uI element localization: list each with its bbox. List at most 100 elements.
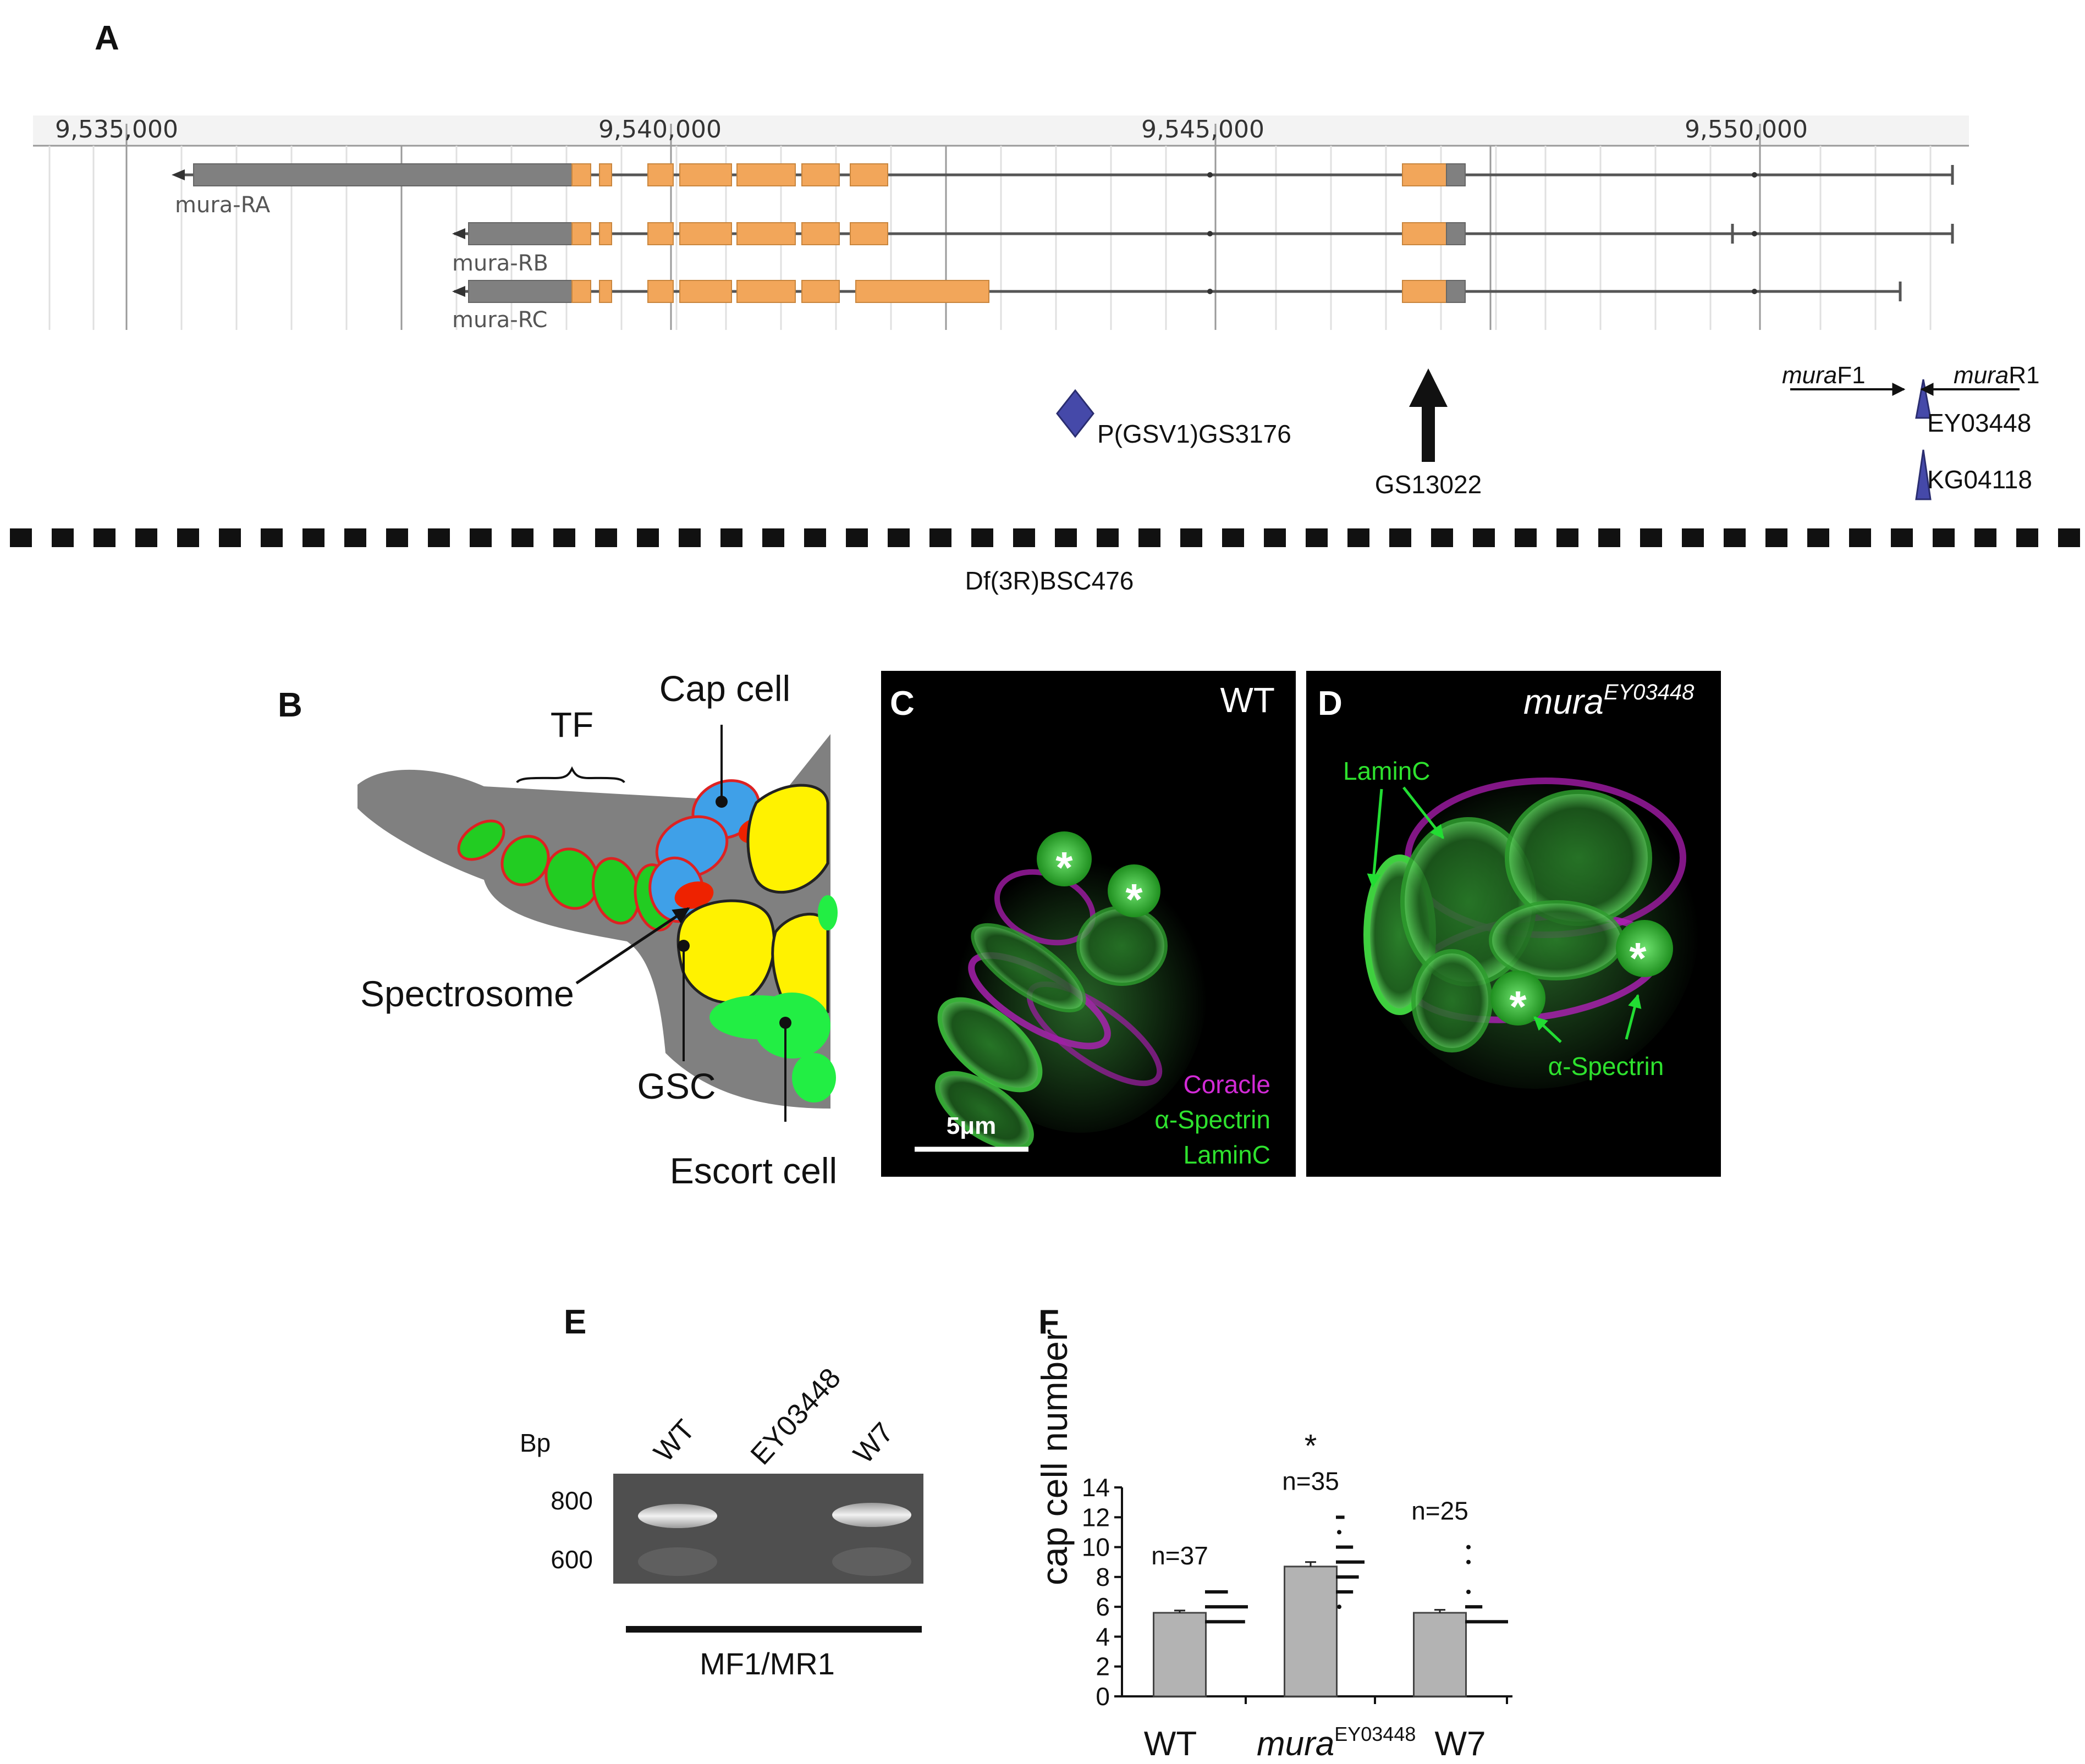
f-n-label: n=35 (1282, 1467, 1339, 1495)
gel-band-wt-800 (638, 1504, 717, 1528)
diamond-insertion-icon (1056, 389, 1094, 438)
panel-d-genotype: muraEY03448 (1523, 680, 1695, 721)
label-laminc-d: LaminC (1343, 757, 1431, 785)
f-n-label: n=37 (1151, 1541, 1208, 1570)
insertion-label-ey: EY03448 (1927, 409, 2031, 437)
f-y-tick-label: 10 (1082, 1533, 1110, 1562)
laminc-arrow-1 (1367, 789, 1383, 888)
panel-d-label: D (1318, 685, 1343, 723)
cap-cell-pointer-dot (716, 796, 728, 808)
f-y-axis-title: cap cell number (1034, 1329, 1075, 1585)
panel-a-label: A (95, 19, 119, 57)
f-data-point (1337, 1530, 1341, 1535)
marker-star-d2: * (1629, 934, 1647, 983)
panel-c: * * C WT Coracle α-Spectrin LaminC 5μm (881, 671, 1296, 1177)
insertion-label-kg: KG04118 (1927, 465, 2032, 494)
f-bar (1284, 1565, 1338, 1697)
panel-b: B TF Cap cell (278, 668, 838, 1191)
f-data-point (1466, 1545, 1471, 1550)
f-category-mura: muraEY03448 (1257, 1723, 1416, 1763)
genome-browser-major-gridlines (125, 124, 1761, 330)
ruler-tick-1: 9,535,000 (55, 115, 178, 144)
f-data-point (1205, 1590, 1228, 1594)
label-spectrin-d: α-Spectrin (1548, 1052, 1664, 1081)
genome-browser-header (33, 115, 1969, 146)
f-data-point (1205, 1605, 1248, 1609)
f-n-label: n=25 (1411, 1497, 1468, 1525)
f-bar (1413, 1612, 1467, 1697)
legend-laminc: LaminC (1183, 1140, 1270, 1169)
insertion-label-gsv: P(GSV1)GS3176 (1097, 420, 1291, 448)
scale-bar-label: 5μm (947, 1112, 997, 1139)
transcript-label-rc: mura-RC (452, 307, 547, 333)
label-spectrosome: Spectrosome (360, 973, 574, 1014)
f-y-tick-label: 0 (1096, 1682, 1110, 1711)
transcript-mura-rb (452, 222, 1954, 245)
marker-star-c2: * (1125, 875, 1143, 924)
up-arrow-insertion-icon (1409, 368, 1448, 462)
f-data-point (1337, 1605, 1341, 1609)
primer-forward-label: muraF1 (1782, 362, 1866, 389)
f-y-tick-label: 8 (1096, 1563, 1110, 1591)
transcript-mura-ra (172, 163, 1954, 186)
f-y-tick-label: 4 (1096, 1622, 1110, 1651)
ruler-tick-2: 9,540,000 (598, 115, 722, 144)
transcript-label-ra: mura-RA (175, 192, 271, 218)
f-y-tick-label: 12 (1082, 1503, 1110, 1531)
gel-unit-label: Bp (520, 1429, 551, 1457)
primer-reverse-label: muraR1 (1954, 362, 2040, 389)
spectrin-arrow-2 (1625, 994, 1642, 1040)
f-category-wt: WT (1144, 1725, 1197, 1763)
tf-brace (516, 766, 625, 784)
escort-cells (709, 895, 838, 1102)
triangle-insertion-kg-icon (1915, 449, 1932, 500)
spectrosome-lower (674, 881, 714, 909)
germline-stem-cells (676, 784, 829, 1018)
label-tf: TF (551, 705, 593, 745)
f-y-tick-label: 14 (1082, 1473, 1110, 1502)
marker-star-d1: * (1509, 982, 1527, 1031)
ruler-tick-4: 9,550,000 (1685, 115, 1808, 144)
label-gsc: GSC (637, 1066, 716, 1106)
f-data-point (1465, 1605, 1483, 1609)
panel-c-label: C (890, 685, 915, 723)
gel-lane-label-wt: WT (648, 1414, 701, 1468)
f-y-tick-label: 2 (1096, 1652, 1110, 1681)
panel-f-label: F (1038, 1303, 1059, 1341)
f-data-point (1466, 1559, 1471, 1564)
f-data-point (1336, 1590, 1354, 1594)
gel-smear-wt (638, 1547, 717, 1576)
escort-cell-pointer-dot (779, 1017, 791, 1029)
spectrin-arrow-1 (1533, 1016, 1562, 1043)
transcript-mura-rc (452, 280, 1902, 303)
triangle-insertion-ey-icon (1915, 379, 1932, 419)
gel-marker-800: 800 (551, 1486, 593, 1515)
f-data-point (1336, 1545, 1354, 1549)
label-cap-cell: Cap cell (659, 668, 790, 709)
legend-spectrin: α-Spectrin (1154, 1105, 1270, 1134)
laminc-arrow-2 (1402, 786, 1444, 839)
gel-marker-600: 600 (551, 1545, 593, 1574)
gsc-pointer-dot (678, 940, 690, 952)
panel-a: A (10, 19, 2084, 595)
micrograph-wt-cells (935, 831, 1207, 1151)
transcript-label-rb: mura-RB (452, 251, 548, 276)
panel-e-label: E (564, 1303, 586, 1341)
f-data-point (1336, 1575, 1359, 1579)
f-bar (1153, 1612, 1207, 1697)
legend-coracle: Coracle (1183, 1070, 1270, 1099)
primer-pair-label: MF1/MR1 (700, 1646, 835, 1681)
f-data-point (1466, 1590, 1471, 1594)
f-category-w7: W7 (1435, 1725, 1486, 1763)
f-significance-star: * (1305, 1428, 1317, 1464)
panel-d: * * D muraEY03448 LaminC α-Spectrin (1306, 671, 1721, 1177)
panel-b-label: B (278, 686, 302, 724)
f-data-point (1465, 1620, 1508, 1624)
label-escort-cell: Escort cell (670, 1150, 837, 1191)
ruler-tick-3: 9,545,000 (1141, 115, 1264, 144)
gel-band-w7-800 (832, 1503, 911, 1527)
panel-e: E Bp 800 600 WT EY03448 W7 MF1/MR1 (520, 1303, 923, 1681)
cap-cells (648, 779, 761, 923)
f-y-tick-label: 6 (1096, 1592, 1110, 1621)
